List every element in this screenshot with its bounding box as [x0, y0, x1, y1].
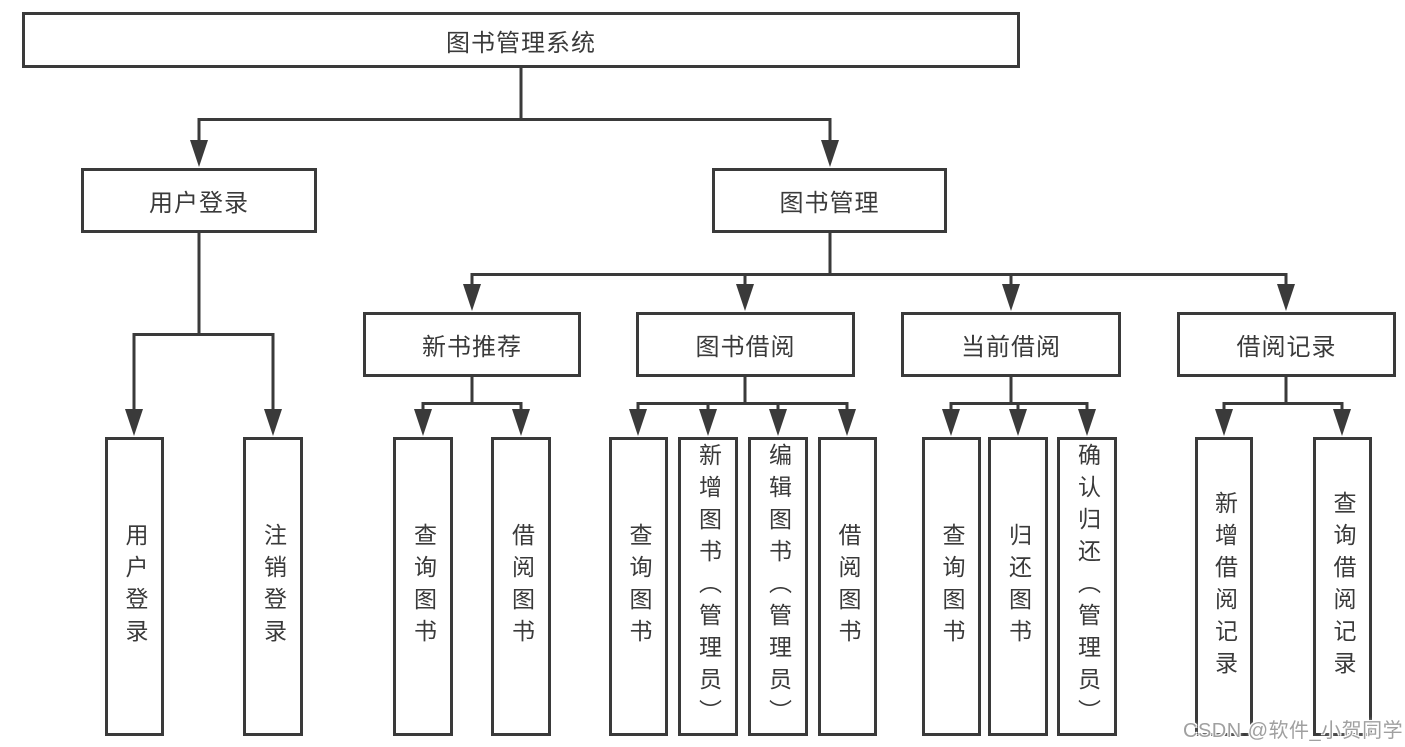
connector-bookborrow-to-leaves: [636, 377, 849, 414]
arrow-down-icon: [629, 409, 647, 436]
leaf-query-book-newrec-label: 查询图书: [410, 522, 437, 651]
arrow-down-icon: [1215, 409, 1233, 436]
arrow-down-icon: [1333, 409, 1351, 436]
arrow-down-icon: [414, 409, 432, 436]
leaf-query-book-current-label: 查询图书: [939, 522, 965, 651]
node-book-borrow-label: 图书借阅: [695, 334, 796, 361]
node-book-management-label: 图书管理: [779, 190, 880, 217]
arrow-down-icon: [736, 284, 754, 311]
leaf-query-book-current: 查询图书: [922, 437, 981, 736]
leaf-borrow-book: 借阅图书: [818, 437, 877, 736]
arrow-down-icon: [125, 409, 143, 436]
arrow-down-icon: [1002, 284, 1020, 311]
arrow-down-icon: [699, 409, 717, 436]
node-borrow-record-label: 借阅记录: [1236, 334, 1337, 361]
node-new-book-recommend: 新书推荐: [363, 312, 581, 377]
leaf-borrow-book-label: 借阅图书: [835, 522, 861, 651]
node-current-borrow: 当前借阅: [901, 312, 1121, 377]
leaf-add-borrow-record: 新增借阅记录: [1195, 437, 1253, 736]
leaf-query-book-borrow: 查询图书: [609, 437, 668, 736]
connector-newbook-to-leaves: [421, 377, 523, 414]
leaf-user-login-label: 用户登录: [122, 522, 148, 651]
arrowheads: [125, 140, 1351, 436]
node-borrow-record: 借阅记录: [1177, 312, 1396, 377]
csdn-watermark: CSDN @软件_小贺同学: [1183, 720, 1404, 742]
arrow-down-icon: [838, 409, 856, 436]
arrow-down-icon: [942, 409, 960, 436]
leaf-edit-book-admin: 编辑图书（管理员）: [748, 437, 808, 736]
leaf-edit-book-admin-label: 编辑图书（管理员）: [765, 442, 792, 731]
leaf-return-book: 归还图书: [988, 437, 1048, 736]
arrow-down-icon: [463, 284, 481, 311]
node-book-borrow: 图书借阅: [636, 312, 855, 377]
arrow-down-icon: [264, 409, 282, 436]
node-current-borrow-label: 当前借阅: [961, 334, 1061, 361]
arrow-down-icon: [821, 140, 839, 167]
node-new-book-recommend-label: 新书推荐: [422, 334, 522, 361]
arrow-down-icon: [512, 409, 530, 436]
node-user-login-label: 用户登录: [149, 190, 249, 217]
connector-borrowrecord-to-leaves: [1222, 377, 1344, 414]
leaf-logout-label: 注销登录: [260, 522, 287, 651]
connector-userlogin-to-leaves: [132, 233, 275, 414]
leaf-add-book-admin-label: 新增图书（管理员）: [695, 442, 722, 731]
node-root: 图书管理系统: [22, 12, 1020, 68]
leaf-query-borrow-record: 查询借阅记录: [1313, 437, 1372, 736]
leaf-add-borrow-record-label: 新增借阅记录: [1211, 490, 1238, 683]
leaf-return-book-label: 归还图书: [1005, 522, 1032, 651]
arrow-down-icon: [769, 409, 787, 436]
leaf-user-login: 用户登录: [105, 437, 164, 736]
node-user-login: 用户登录: [81, 168, 317, 233]
leaf-query-book-borrow-label: 查询图书: [626, 522, 652, 651]
arrow-down-icon: [1277, 284, 1295, 311]
leaf-confirm-return-admin-label: 确认归还（管理员）: [1074, 442, 1101, 731]
arrow-down-icon: [1009, 409, 1027, 436]
leaf-borrow-book-newrec-label: 借阅图书: [508, 522, 535, 651]
node-book-management: 图书管理: [712, 168, 947, 233]
leaf-add-book-admin: 新增图书（管理员）: [678, 437, 738, 736]
leaf-borrow-book-newrec: 借阅图书: [491, 437, 551, 736]
connector-root-to-level2: [197, 68, 832, 146]
leaf-confirm-return-admin: 确认归还（管理员）: [1057, 437, 1117, 736]
arrow-down-icon: [190, 140, 208, 167]
connector-currentborrow-to-leaves: [949, 377, 1089, 414]
leaf-query-book-newrec: 查询图书: [393, 437, 453, 736]
leaf-logout: 注销登录: [243, 437, 303, 736]
connector-bookmgmt-to-level3: [470, 233, 1288, 290]
leaf-query-borrow-record-label: 查询借阅记录: [1330, 490, 1356, 683]
arrow-down-icon: [1078, 409, 1096, 436]
node-root-label: 图书管理系统: [446, 29, 596, 57]
